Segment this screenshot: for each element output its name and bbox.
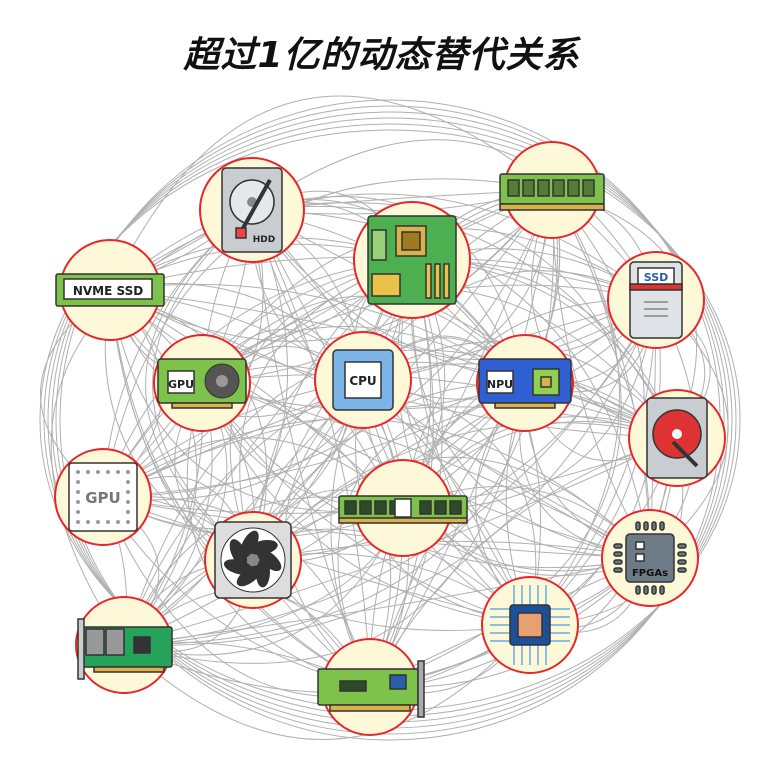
substitution-edge	[123, 382, 526, 664]
substitution-edge	[369, 437, 678, 688]
substitution-edge	[102, 326, 526, 498]
substitution-edge	[201, 382, 651, 559]
substitution-edge	[123, 528, 531, 646]
substitution-edge	[410, 259, 651, 559]
node-cpu[interactable]: CPU	[314, 331, 412, 429]
diagram-title: 超过1亿的动态替代关系	[183, 35, 580, 76]
nvme-ssd-icon: NVME SSD	[55, 273, 165, 307]
node-npu[interactable]: NPU	[476, 334, 574, 432]
icon-label: NVME SSD	[73, 284, 143, 298]
substitution-edge	[109, 95, 553, 291]
ssd-icon: SSD	[629, 261, 683, 339]
substitution-edge	[252, 299, 657, 561]
substitution-edge	[123, 189, 555, 646]
substitution-edge	[102, 496, 531, 697]
processor-chip-icon	[490, 585, 570, 665]
cooling-fan-icon	[214, 521, 292, 599]
node-gpu-chip[interactable]: GPU	[54, 448, 152, 546]
substitution-edge	[201, 373, 678, 439]
hard-disk-platter-icon	[646, 397, 708, 479]
substitution-edge	[123, 557, 651, 646]
substitution-edge	[529, 299, 697, 626]
substitution-edge	[109, 289, 678, 439]
substitution-edge	[109, 193, 657, 301]
icon-label: NPU	[487, 378, 513, 391]
substitution-edge	[109, 289, 371, 688]
node-fan[interactable]	[204, 511, 302, 609]
substitution-edge	[362, 270, 657, 381]
node-ssd[interactable]: SSD	[607, 251, 705, 349]
substitution-edge	[123, 209, 288, 646]
node-nvme-ssd[interactable]: NVME SSD	[55, 239, 165, 341]
ram-stick-icon	[499, 173, 605, 211]
hdd-icon: HDD	[221, 167, 283, 253]
substitution-edge	[251, 205, 678, 439]
fpga-icon: FPGAs	[613, 521, 687, 595]
node-chip[interactable]	[481, 576, 579, 674]
network-card-icon	[77, 618, 173, 680]
icon-label: HDD	[253, 235, 275, 245]
substitution-edge	[369, 299, 657, 688]
substitution-edge	[102, 496, 531, 626]
substitution-edge	[251, 209, 657, 361]
icon-label: GPU	[168, 378, 194, 391]
icon-label: CPU	[349, 374, 376, 388]
npu-card-icon: NPU	[478, 358, 572, 409]
substitution-edge	[369, 437, 678, 689]
substitution-edge	[109, 199, 526, 384]
substitution-edge	[337, 382, 526, 688]
gpu-chip-icon: GPU	[68, 462, 138, 532]
icon-label: SSD	[644, 271, 668, 284]
substitution-edge	[252, 189, 553, 561]
substitution-edge	[251, 209, 651, 559]
icon-label: GPU	[85, 489, 121, 507]
substitution-edge	[252, 384, 678, 561]
substitution-edge	[102, 258, 657, 498]
node-hdd[interactable]: HDD	[199, 157, 305, 263]
substitution-edge	[251, 139, 657, 301]
substitution-edge	[123, 507, 404, 656]
motherboard-icon	[367, 215, 457, 305]
substitution-edge	[252, 299, 657, 561]
node-ram-top[interactable]	[499, 141, 605, 239]
node-ram-mid[interactable]	[338, 459, 468, 557]
node-hdd-red[interactable]	[628, 389, 726, 487]
substitution-edge	[109, 289, 198, 646]
substitution-edge	[201, 189, 553, 384]
substitution-edge	[252, 540, 651, 561]
node-motherboard[interactable]	[353, 201, 471, 319]
substitution-edge	[229, 259, 413, 561]
icon-label: FPGAs	[632, 568, 668, 579]
ram-module-icon	[338, 495, 468, 524]
cpu-icon: CPU	[332, 349, 394, 411]
node-nic[interactable]	[75, 596, 173, 694]
substitution-edge	[50, 209, 253, 646]
node-fpga[interactable]: FPGAs	[601, 509, 699, 607]
substitution-edge	[369, 189, 553, 688]
node-gpu-card[interactable]: GPU	[153, 334, 251, 432]
substitution-edge	[123, 379, 364, 646]
node-pcie[interactable]	[317, 638, 425, 736]
gpu-card-icon: GPU	[157, 358, 247, 409]
substitution-edge	[369, 189, 622, 688]
substitution-edge	[252, 456, 651, 561]
substitution-edge	[55, 105, 725, 735]
substitution-edge	[123, 299, 657, 647]
pcie-card-icon	[317, 660, 425, 718]
substitution-edge	[145, 209, 254, 561]
substitution-edge	[109, 289, 228, 646]
substitution-edge	[102, 259, 413, 498]
